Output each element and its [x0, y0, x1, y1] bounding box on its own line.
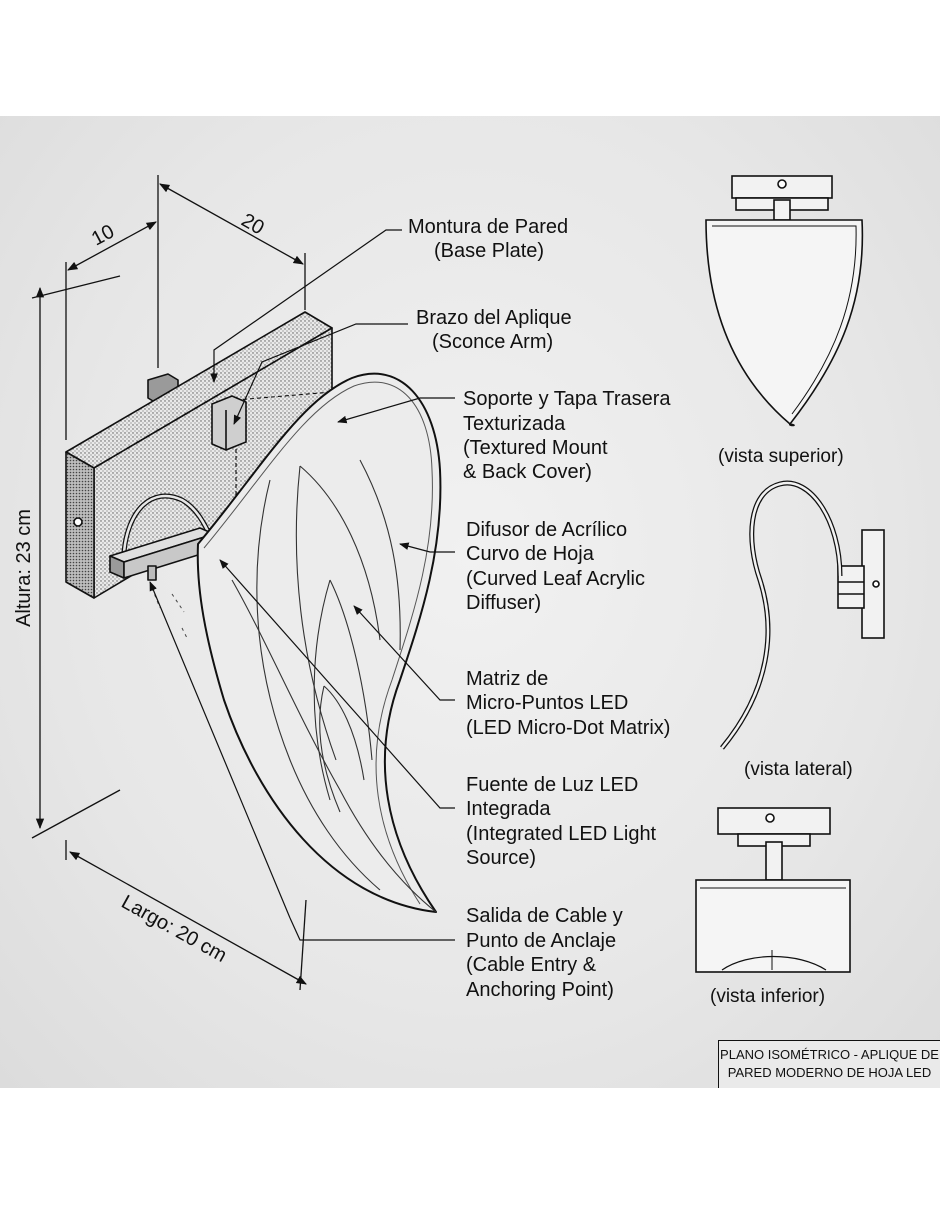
callout-line: Anchoring Point): [466, 979, 614, 1001]
title-block: PLANO ISOMÉTRICO - APLIQUE DE PARED MODE…: [718, 1040, 940, 1088]
callout-acrylic-diffuser: Difusor de Acrílico Curvo de Hoja (Curve…: [466, 519, 645, 614]
callout-line: Montura de Pared: [408, 216, 568, 238]
side-view: [720, 480, 885, 750]
callout-sconce-arm: Brazo del Aplique (Sconce Arm): [416, 307, 572, 353]
top-view-leaf: [705, 219, 864, 427]
callout-line: (Curved Leaf Acrylic: [466, 568, 645, 590]
callout-line: Difusor de Acrílico: [466, 519, 627, 541]
bottom-view-diffuser: [695, 879, 851, 973]
callout-line: Matriz de: [466, 668, 548, 690]
title-line-1: PLANO ISOMÉTRICO - APLIQUE DE: [720, 1047, 939, 1062]
leader-lines: [149, 229, 455, 941]
callout-line: (LED Micro-Dot Matrix): [466, 717, 670, 739]
title-line-2: PARED MODERNO DE HOJA LED: [727, 1065, 932, 1080]
cable-entry-pin: [147, 565, 157, 581]
callout-led-source: Fuente de Luz LED Integrada (Integrated …: [466, 774, 657, 869]
callout-line: (Base Plate): [434, 240, 544, 262]
bottom-view: [695, 807, 851, 973]
callout-line: (Integrated LED Light: [466, 823, 657, 845]
callout-led-matrix: Matriz de Micro-Puntos LED (LED Micro-Do…: [466, 668, 670, 739]
leaf-diffuser: [196, 372, 442, 913]
bottom-view-caption: (vista inferior): [710, 986, 825, 1007]
top-view-caption: (vista superior): [718, 446, 844, 467]
light-rays: [151, 587, 189, 641]
depth-dimension-label: 10: [88, 221, 118, 251]
side-view-curve: [720, 480, 843, 750]
callout-cable-entry: Salida de Cable y Punto de Anclaje (Cabl…: [466, 905, 623, 1001]
mounting-screw-icon: [73, 517, 83, 527]
callout-line: Texturizada: [463, 413, 566, 435]
callout-line: Punto de Anclaje: [466, 930, 616, 952]
callout-textured-mount: Soporte y Tapa Trasera Texturizada (Text…: [463, 388, 671, 483]
callout-line: Integrada: [466, 798, 551, 820]
sconce-fixture: [65, 311, 442, 913]
callout-line: Salida de Cable y: [466, 905, 623, 927]
side-view-caption: (vista lateral): [744, 759, 853, 780]
callout-line: (Cable Entry &: [466, 954, 597, 976]
leaf-veins: [231, 459, 437, 913]
top-view: [705, 175, 864, 427]
width-dimension-label: 20: [238, 209, 268, 239]
callout-line: Diffuser): [466, 592, 541, 614]
callout-line: Micro-Puntos LED: [466, 692, 628, 714]
callout-line: Source): [466, 847, 536, 869]
callout-line: (Sconce Arm): [432, 331, 553, 353]
callout-line: Soporte y Tapa Trasera: [463, 388, 671, 410]
callout-line: Brazo del Aplique: [416, 307, 572, 329]
length-dimension-label: Largo: 20 cm: [118, 891, 231, 967]
callout-line: Fuente de Luz LED: [466, 774, 638, 796]
callout-line: (Textured Mount: [463, 437, 608, 459]
dimension-lines: [31, 175, 307, 991]
height-dimension-label: Altura: 23 cm: [13, 509, 35, 627]
callout-line: Curvo de Hoja: [466, 543, 595, 565]
callout-base-plate: Montura de Pared (Base Plate): [408, 216, 568, 262]
callout-line: & Back Cover): [463, 461, 592, 483]
sconce-arm-post: [211, 395, 247, 451]
